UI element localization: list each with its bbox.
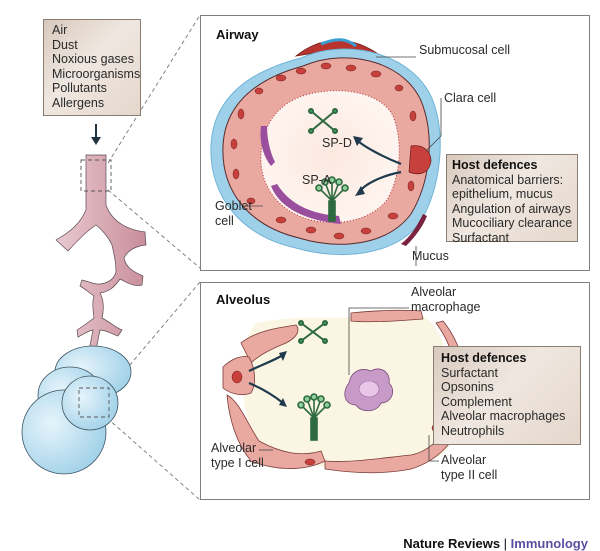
journal-section: Immunology <box>510 536 588 551</box>
defence-item: Surfactant <box>441 365 498 380</box>
alveolus-cross-section <box>222 307 468 474</box>
defence-item: Surfactant <box>452 230 509 245</box>
sp-d-molecule-icon <box>308 108 338 134</box>
defence-item: Opsonins <box>441 380 494 394</box>
alveolus-title: Alveolus <box>216 292 271 307</box>
agent-item: Microorganisms <box>52 66 141 81</box>
journal-name: Nature Reviews <box>403 536 501 551</box>
secretion-arrows <box>248 354 284 404</box>
sp-d-label: SP-D <box>322 136 352 150</box>
alveolar-wall <box>222 309 468 474</box>
defence-item: Mucociliary clearance <box>452 216 573 230</box>
sp-a-label: SP-A <box>302 173 332 187</box>
alveolar-type2-cell-label: Alveolar type II cell <box>441 453 498 482</box>
airway-title: Airway <box>216 27 259 42</box>
agent-item: Noxious gases <box>52 52 134 66</box>
mucus-label: Mucus <box>412 249 449 263</box>
alveolar-macrophage-icon <box>344 368 394 412</box>
defence-item: epithelium, mucus <box>452 187 553 201</box>
zoom-indicator-boxes <box>78 159 112 418</box>
host-defences-heading: Host defences <box>452 158 538 172</box>
defence-item: Alveolar macrophages <box>441 409 566 423</box>
alveolar-type1-cell-label: Alveolar type I cell <box>211 441 264 470</box>
bronchial-tree <box>55 154 147 357</box>
sp-d-molecule-icon <box>298 320 328 344</box>
goblet-cell-label: Goblet cell <box>215 199 252 228</box>
host-defences-heading: Host defences <box>441 351 527 365</box>
airway-panel: Airway Submucosal cell Clara cell SP-D S… <box>200 15 590 271</box>
submucosal-cell-label: Submucosal cell <box>419 43 511 57</box>
alveolus-host-defences-box: Host defences Surfactant Opsonins Comple… <box>433 346 581 445</box>
alveolar-macrophage-label: Alveolar macrophage <box>411 285 481 314</box>
journal-credit: Nature Reviews | Immunology <box>396 521 588 551</box>
alveolus-panel: Alveolus Alveolar macrophage Alveolar ty… <box>200 282 590 500</box>
airway-cross-section <box>210 38 442 266</box>
defence-item: Anatomical barriers: <box>452 172 564 187</box>
alveoli-cluster <box>21 345 132 475</box>
epithelial-nuclei <box>230 62 421 240</box>
sp-a-molecule-icon <box>315 176 349 222</box>
agent-item: Pollutants <box>52 81 107 95</box>
sp-a-molecule-icon <box>297 393 331 441</box>
agent-item: Dust <box>52 37 78 52</box>
defence-item: Complement <box>441 394 512 409</box>
down-arrow-icon <box>90 124 102 146</box>
airway-host-defences-box: Host defences Anatomical barriers: epith… <box>446 154 578 245</box>
clara-cell-label: Clara cell <box>444 91 497 105</box>
agent-item: Air <box>52 23 68 37</box>
defence-item: Angulation of airways <box>452 201 571 216</box>
inhaled-agents-box: Air Dust Noxious gases Microorganisms Po… <box>43 19 141 116</box>
agent-item: Allergens <box>52 95 105 110</box>
defence-item: Neutrophils <box>441 423 505 438</box>
credit-separator: | <box>500 536 511 551</box>
